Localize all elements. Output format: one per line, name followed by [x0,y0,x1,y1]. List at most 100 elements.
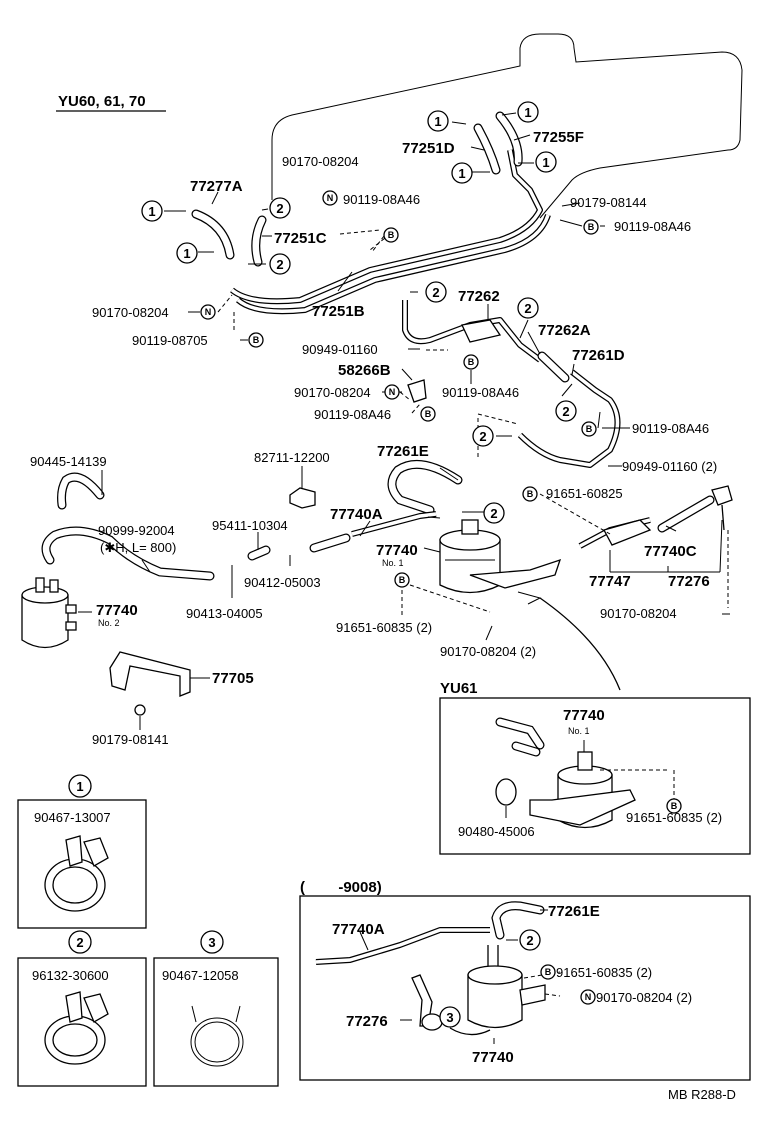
label-90999-92004: 90999-92004 [98,523,175,538]
bracket-77262 [461,319,502,343]
bottom-label-91651-60835: 91651-60835 (2) [556,965,652,980]
marker-2: 2 [490,506,497,521]
marker-B: B [399,575,406,585]
marker-B: B [253,335,260,345]
label-58266B: 58266B [338,362,391,379]
label-90170-08204-mid: 90170-08204 [294,385,371,400]
label-95411-10304: 95411-10304 [212,518,288,533]
clip-82711 [289,487,316,509]
marker-1: 1 [524,105,531,120]
marker-3: 3 [446,1010,453,1025]
label-77705: 77705 [212,670,254,687]
valve-77276 [603,485,733,546]
label-90412-05003: 90412-05003 [244,575,321,590]
marker-1: 1 [542,155,549,170]
label-90413-04005: 90413-04005 [186,606,263,621]
marker-B: B [468,357,475,367]
bottom-label-77740: 77740 [472,1049,514,1066]
marker-B: B [588,222,595,232]
yu61-label-77740: 77740 [563,707,605,724]
marker-1: 1 [434,114,441,129]
label-90119-08A46-mid: 90119-08A46 [314,407,391,422]
clamp-box-2: 2 96132-30600 [17,930,147,1087]
part-labels: 77277A 77251C 77251B 77251D 77255F 90170… [30,129,717,747]
marker-B: B [545,967,552,977]
marker-1: 1 [183,246,190,261]
marker-2: 2 [524,301,531,316]
label-90119-08A46-top: 90119-08A46 [343,192,420,207]
label-90119-08A46-right: 90119-08A46 [614,219,691,234]
marker-B: B [586,424,593,434]
label-90170-08204-left: 90170-08204 [92,305,169,320]
yu61-title: YU61 [440,680,478,697]
label-90170-08204-top: 90170-08204 [282,154,359,169]
marker-B: B [527,489,534,499]
clamp-part-2: 96132-30600 [32,968,109,983]
marker-1: 1 [148,204,155,219]
label-90119-08A46-r2: 90119-08A46 [632,421,709,436]
bottom-label-77276: 77276 [346,1013,388,1030]
svg-text:B: B [671,801,678,811]
label-77747: 77747 [589,573,631,590]
clamp-box-3: 3 90467-12058 [153,930,279,1087]
bottom-box-frame [299,895,751,1081]
marker-2: 2 [432,285,439,300]
yu61-label-90480-45006: 90480-45006 [458,824,535,839]
fuel-tank-outline [271,33,743,219]
symbol-markers: 1 1 2 2 1 1 1 1 2 2 2 2 2 B B B B B B B … [141,101,599,588]
label-82711-12200: 82711-12200 [254,450,330,465]
label-77262A: 77262A [538,322,591,339]
canister-no1 [439,519,562,594]
label-77740C: 77740C [644,543,697,560]
bracket-58266B [407,379,427,403]
marker-N: N [205,307,212,317]
marker-N: N [389,387,396,397]
marker-N: N [585,992,592,1002]
clamp-symbol-3: 3 [208,935,215,950]
bottom-label-77261E: 77261E [548,903,600,920]
yu61-label-no1: No. 1 [568,726,590,736]
label-77740-no2: 77740 [96,602,138,619]
bottom-range: ( -9008) [300,879,382,896]
label-77251D: 77251D [402,140,455,157]
marker-2: 2 [562,404,569,419]
clamp-box-1: 1 90467-13007 [17,774,147,929]
bottom-inset: ( -9008) 2 3 B N 77261E 77740A 91651-608… [299,879,751,1081]
clamp-symbol-1: 1 [76,779,83,794]
marker-2: 2 [276,257,283,272]
yu61-inset: YU61 B 77740 No. 1 90480-45006 91651-608… [439,680,751,855]
label-91651-60825: 91651-60825 [546,486,623,501]
model-label: YU60, 61, 70 [58,93,146,110]
pipe-77261D [517,369,621,468]
clamp-symbol-2: 2 [76,935,83,950]
label-77740A: 77740A [330,506,383,523]
label-no1: No. 1 [382,558,404,568]
label-no2: No. 2 [98,618,120,628]
label-77251C: 77251C [274,230,327,247]
clamp-part-1: 90467-13007 [34,810,111,825]
marker-2: 2 [526,933,533,948]
marker-N: N [327,193,334,203]
label-91651-60835-2: 91651-60835 (2) [336,620,432,635]
bottom-label-90170-08204: 90170-08204 (2) [596,990,692,1005]
marker-2: 2 [479,429,486,444]
label-77277A: 77277A [190,178,243,195]
marker-B: B [388,230,395,240]
label-90949-01160-2: 90949-01160 (2) [622,459,717,474]
marker-2: 2 [276,201,283,216]
label-77261D: 77261D [572,347,625,364]
reference-code: MB R288-D [668,1087,736,1102]
yu61-label-91651-60835: 91651-60835 (2) [626,810,722,825]
label-90170-08204-c: 90170-08204 (2) [440,644,536,659]
label-77740-no1: 77740 [376,542,418,559]
label-77261E: 77261E [377,443,429,460]
clamp-part-3: 90467-12058 [162,968,239,983]
label-90170-08204-r: 90170-08204 [600,606,677,621]
label-90119-08A46-center: 90119-08A46 [442,385,519,400]
label-90949-01160: 90949-01160 [302,342,378,357]
label-77251B: 77251B [312,303,365,320]
label-90179-08141: 90179-08141 [92,732,169,747]
label-77276: 77276 [668,573,710,590]
label-77255F: 77255F [533,129,584,146]
